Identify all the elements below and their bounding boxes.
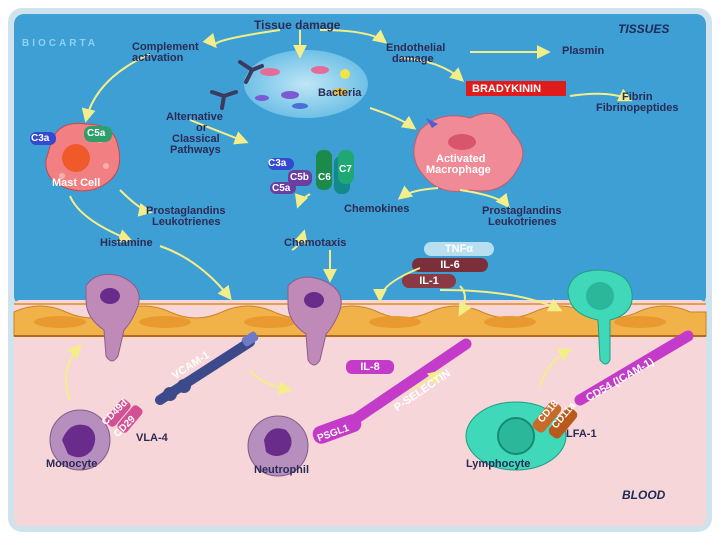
c7-label: C7 — [339, 164, 352, 175]
transmigrating-neutrophil — [287, 276, 342, 366]
c3a-mid-label: C3a — [268, 158, 287, 169]
signal-arrows — [64, 29, 633, 401]
icam1-receptor — [574, 330, 694, 406]
complement-complex — [268, 150, 354, 194]
lfa1-label: LFA-1 — [566, 428, 597, 440]
transmigrating-monocyte — [85, 273, 140, 362]
prostaglandins-right-label-line1: Prostaglandins — [482, 205, 562, 217]
tissue-damage-label: Tissue damage — [254, 18, 341, 32]
vessel-wall — [13, 303, 707, 337]
tissues-region-label: TISSUES — [618, 22, 670, 36]
tnf-label: TNFα — [444, 243, 474, 255]
biocarta-logo: BIOCARTA — [22, 38, 99, 49]
vcam1-receptor — [155, 331, 259, 405]
plasmin-label: Plasmin — [562, 45, 605, 57]
chemokines-label: Chemokines — [344, 203, 410, 215]
monocyte-cell — [49, 399, 143, 471]
antibody-icons — [210, 60, 264, 110]
pathways-label-line1: Alternative — [166, 111, 223, 123]
tnf-pill — [424, 242, 494, 256]
activated-macrophage — [413, 112, 524, 192]
prostaglandins-right-label-line2: Leukotrienes — [488, 216, 557, 228]
blood-region-label: BLOOD — [622, 488, 666, 502]
bradykinin-label: BRADYKININ — [472, 83, 542, 95]
il1-label: IL-1 — [419, 275, 439, 287]
endothelial-damage-label-line1: Endothelial — [386, 42, 446, 54]
pathways-label-line3: Classical — [172, 133, 220, 145]
complement-activation-label-line1: Complement — [132, 41, 199, 53]
c3a-left-label: C3a — [31, 133, 50, 144]
bradykinin-box — [466, 81, 566, 96]
pathways-label-line2: or — [196, 122, 207, 134]
lymphocyte-cell — [465, 401, 578, 471]
histamine-label: Histamine — [100, 237, 153, 249]
fibrin-label-line2: Fibrinopeptides — [596, 102, 679, 114]
vla4-label: VLA-4 — [136, 432, 168, 444]
il8-label: IL-8 — [360, 361, 380, 373]
chemotaxis-label: Chemotaxis — [284, 237, 347, 249]
transmigrating-lymphocyte — [567, 269, 633, 365]
monocyte-label: Monocyte — [46, 458, 98, 470]
neutrophil-label: Neutrophil — [254, 464, 309, 476]
prostaglandins-left-label-line1: Prostaglandins — [146, 205, 226, 217]
bacteria-cluster — [244, 50, 368, 118]
c5a-left-tag — [84, 126, 112, 142]
bacteria-label: Bacteria — [318, 87, 362, 99]
c5a-left-label: C5a — [87, 128, 106, 139]
il6-label: IL-6 — [440, 259, 460, 271]
activated-macrophage-label-line1: Activated — [436, 153, 486, 165]
prostaglandins-left-label-line2: Leukotrienes — [152, 216, 221, 228]
c5a-mid-label: C5a — [272, 183, 291, 194]
mast-cell-label: Mast Cell — [52, 177, 101, 189]
c6-label: C6 — [318, 172, 331, 183]
c3a-left-tag — [30, 132, 56, 145]
il6-pill — [412, 258, 488, 272]
c5b-label: C5b — [290, 172, 309, 183]
neutrophil-cell — [247, 414, 362, 477]
il8-pill — [346, 360, 394, 374]
complement-activation-label-line2: activation — [132, 52, 184, 64]
lymphocyte-label: Lymphocyte — [466, 458, 531, 470]
il1-pill — [402, 274, 456, 288]
fibrin-label-line1: Fibrin — [622, 91, 653, 103]
pathways-label-line4: Pathways — [170, 144, 221, 156]
p-selectin-receptor — [348, 338, 472, 426]
endothelial-damage-label-line2: damage — [392, 53, 434, 65]
activated-macrophage-label-line2: Macrophage — [426, 164, 491, 176]
